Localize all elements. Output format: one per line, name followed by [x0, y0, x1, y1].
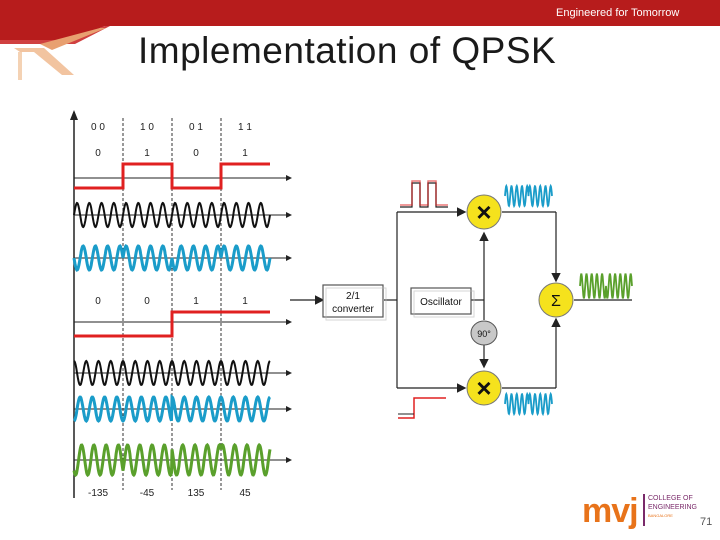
- block-connections: [290, 207, 632, 393]
- modulated-output-icons: [504, 183, 633, 417]
- upper-input-pulse-red: [400, 180, 448, 206]
- logo-line2: ENGINEERING: [648, 504, 697, 511]
- page-title: Implementation of QPSK: [138, 30, 557, 71]
- oscillator-label: Oscillator: [420, 297, 462, 308]
- header-accent: [0, 26, 110, 44]
- baseline-arrowhead: [286, 175, 292, 181]
- dibit-label: 0 0: [91, 122, 105, 133]
- upper-mixer: [466, 194, 502, 230]
- phase-label: 135: [188, 488, 205, 499]
- i-bit-label: 1: [144, 148, 150, 159]
- dibit-label: 1 0: [140, 122, 154, 133]
- baseline-arrowhead: [286, 212, 292, 218]
- baseline-arrowhead: [286, 255, 292, 261]
- logo-line3: BANGALORE: [648, 513, 673, 518]
- phase-label: -45: [140, 488, 155, 499]
- signal-waveforms: [72, 162, 272, 478]
- q-bit-label: 0: [95, 296, 101, 307]
- phase-shift-block: [470, 320, 498, 346]
- i-bitstream: [74, 162, 270, 190]
- page-number: 71: [700, 516, 713, 528]
- i-bit-label: 0: [95, 148, 101, 159]
- q-bit-label: 1: [242, 296, 248, 307]
- logo-line1: COLLEGE OF: [648, 495, 693, 502]
- upper-mixer-symbol: ×: [476, 197, 491, 227]
- lower-mixer: [466, 370, 502, 406]
- dibit-label: 1 1: [238, 122, 252, 133]
- header-red-band: [0, 0, 720, 40]
- summer: [538, 282, 574, 318]
- phase-label: 45: [239, 488, 251, 499]
- header-band: [0, 0, 720, 80]
- i-bit-label: 1: [242, 148, 248, 159]
- i-carrier-wave: [73, 201, 271, 229]
- upper-input-pulse-icon: [400, 182, 448, 208]
- q-carrier-wave: [73, 359, 271, 386]
- lower-mixer-output-icon: [504, 391, 553, 417]
- converter-label-line1: 2/1: [346, 291, 360, 302]
- i-modulated-wave: [72, 244, 272, 272]
- q-bit-label: 0: [144, 296, 150, 307]
- q-modulated-wave: [73, 393, 271, 424]
- left-accent-bar: [18, 52, 22, 80]
- logo-brand: mvj: [582, 492, 638, 530]
- qpsk-output-icon: [579, 273, 633, 299]
- baseline-arrowhead: [286, 406, 292, 412]
- converter-block: [322, 284, 384, 318]
- summer-symbol: Σ: [551, 293, 561, 310]
- baseline-arrowhead: [286, 457, 292, 463]
- converter-label-line2: converter: [332, 304, 374, 315]
- phase-label: -135: [88, 488, 108, 499]
- header-tagline: Engineered for Tomorrow: [556, 7, 680, 19]
- header-ribbon-dark: [40, 28, 106, 50]
- baseline-arrowhead: [286, 319, 292, 325]
- timing-labels: 0 0 1 0 0 1 1 1 0 1 0 1 0 0 1 1 -135 -45 135 45: [88, 122, 252, 499]
- phase-shift-label: 90°: [477, 329, 491, 339]
- q-bitstream: [74, 310, 270, 338]
- i-bit-label: 0: [193, 148, 199, 159]
- timing-axes: [70, 110, 78, 498]
- q-bit-label: 1: [193, 296, 199, 307]
- qpsk-output-wave: [72, 442, 272, 478]
- college-logo: mvj COLLEGE OF ENGINEERING BANGALORE: [582, 492, 697, 530]
- dibit-label: 0 1: [189, 122, 203, 133]
- lower-mixer-symbol: ×: [476, 373, 491, 403]
- upper-mixer-output-icon: [504, 183, 553, 209]
- lower-input-step-icon: [398, 397, 446, 419]
- header-ribbon: [14, 48, 74, 75]
- oscillator-block: [410, 287, 472, 315]
- vertical-axis-arrow: [70, 110, 78, 120]
- baseline-arrowhead: [286, 370, 292, 376]
